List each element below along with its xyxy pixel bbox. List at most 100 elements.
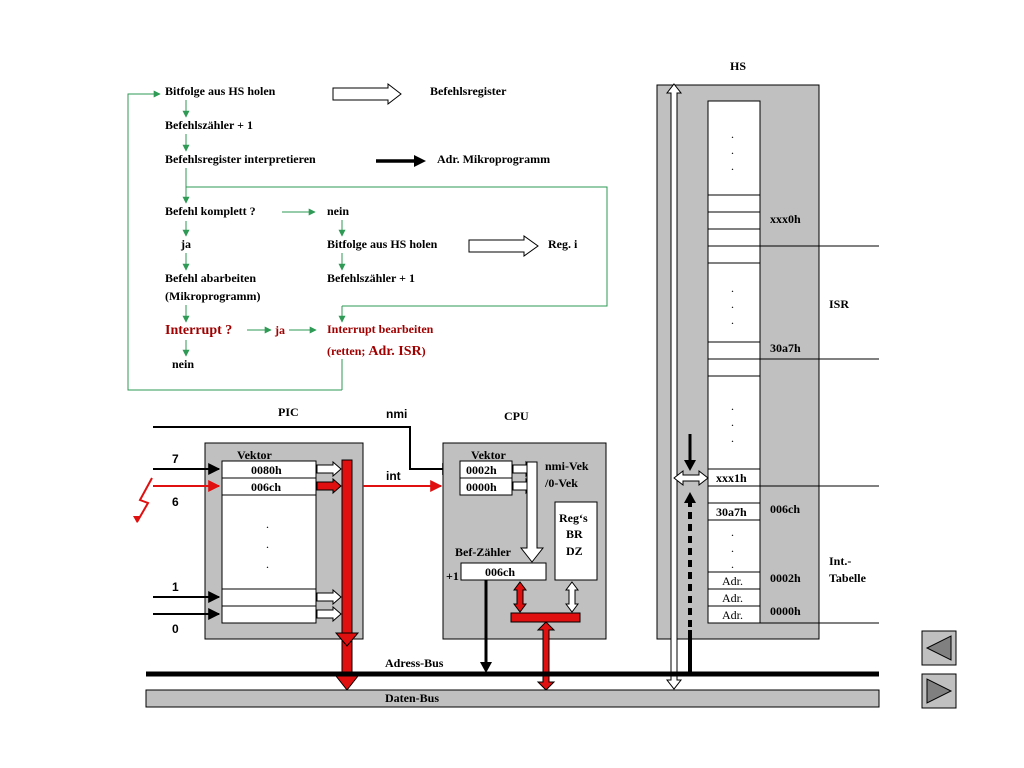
- flow-step-increment-right: Befehlszähler + 1: [327, 271, 415, 285]
- cpu-br-label: BR: [566, 527, 583, 541]
- flow-interrupt-handle-sub: (retten; Adr. ISR): [327, 344, 426, 359]
- svg-text:.: .: [731, 415, 734, 429]
- previous-slide-button[interactable]: [921, 630, 957, 666]
- hs-cell-30a7h: 30a7h: [716, 505, 747, 519]
- pic-input-7: 7: [172, 452, 179, 466]
- cpu-internal-bus: [510, 612, 581, 623]
- svg-text:.: .: [731, 557, 734, 571]
- signal-lines: nmi int: [153, 407, 455, 492]
- double-arrow-icon: [565, 581, 579, 613]
- hs-addr-006ch: 006ch: [770, 502, 800, 516]
- pic-vector-006ch: 006ch: [251, 480, 281, 494]
- hs-addr-xxx0h: xxx0h: [770, 212, 801, 226]
- svg-text:.: .: [266, 517, 269, 531]
- svg-text:.: .: [731, 431, 734, 445]
- hs-isr-label: ISR: [829, 297, 849, 311]
- red-arrow-icon: [316, 477, 342, 495]
- flow-interrupt-check: Interrupt ?: [165, 323, 232, 338]
- pic-vector-table: [221, 460, 317, 624]
- arrow-up-icon: [684, 492, 696, 503]
- double-arrow-icon: [673, 469, 709, 487]
- svg-text:.: .: [731, 525, 734, 539]
- svg-text:.: .: [266, 557, 269, 571]
- cpu-befehlszaehler-label: Bef-Zähler: [455, 545, 512, 559]
- hollow-arrow-icon: [332, 82, 402, 106]
- next-slide-button[interactable]: [921, 673, 957, 709]
- flow-step-fetch: Bitfolge aus HS holen: [165, 84, 276, 98]
- cpu-befehlszaehler: [460, 562, 547, 581]
- pic-vector-0080h: 0080h: [251, 463, 282, 477]
- hollow-arrow-icon: [316, 605, 342, 623]
- pic-vektor-label: Vektor: [237, 448, 273, 462]
- svg-text:.: .: [731, 281, 734, 295]
- flow-befehlsregister: Befehlsregister: [430, 84, 507, 98]
- triangle-right-icon: [926, 678, 953, 704]
- hs-cell-adr: Adr.: [722, 574, 743, 588]
- svg-text:.: .: [731, 127, 734, 141]
- hs-cell-adr: Adr.: [722, 591, 743, 605]
- system-buses: Adress-Bus Daten-Bus: [145, 656, 880, 708]
- svg-text:.: .: [266, 537, 269, 551]
- hs-int-tabelle-1: Int.-: [829, 554, 851, 568]
- flow-step-execute: Befehl abarbeiten: [165, 271, 256, 285]
- pic-input-6: 6: [172, 495, 179, 509]
- cpu-block: CPU Vektor 0002h 0000h nmi-Vek /0-Vek Re…: [442, 409, 607, 691]
- hs-cell-xxx1h: xxx1h: [716, 471, 747, 485]
- cpu-plus-one: +1: [446, 569, 459, 583]
- cpu-0-vek: /0-Vek: [544, 476, 578, 490]
- data-bus-label: Daten-Bus: [385, 691, 439, 705]
- flowchart: Bitfolge aus HS holen Befehlsregister Be…: [127, 82, 608, 391]
- flow-step-increment: Befehlszähler + 1: [165, 118, 253, 132]
- svg-text:.: .: [731, 313, 734, 327]
- flow-interrupt-handle: Interrupt bearbeiten: [327, 322, 434, 336]
- cpu-vector-0002h: 0002h: [466, 463, 497, 477]
- flow-step-execute-sub: (Mikroprogramm): [165, 289, 261, 303]
- cpu-vektor-label: Vektor: [471, 448, 507, 462]
- pic-input-0: 0: [172, 622, 179, 636]
- arrow-down-icon: [684, 460, 696, 471]
- flow-connectors: [127, 90, 608, 391]
- flow-reg-i: Reg. i: [548, 237, 578, 251]
- address-bus-label: Adress-Bus: [385, 656, 444, 670]
- hollow-arrow-icon: [316, 460, 342, 478]
- triangle-left-icon: [925, 635, 952, 661]
- flow-adr-mikroprogramm: Adr. Mikroprogramm: [437, 152, 550, 166]
- red-double-arrow-icon: [513, 581, 527, 613]
- svg-text:.: .: [731, 143, 734, 157]
- flow-ja-interrupt: ja: [274, 323, 285, 337]
- cpu-dz-label: DZ: [566, 544, 583, 558]
- hs-memory: HS . . . .: [656, 59, 879, 690]
- flow-step-fetch-right: Bitfolge aus HS holen: [327, 237, 438, 251]
- pic-input-1: 1: [172, 580, 179, 594]
- signal-int: int: [386, 469, 401, 483]
- pic-title: PIC: [278, 405, 299, 419]
- double-arrow-icon: [665, 83, 683, 690]
- hs-memory-column: [707, 100, 761, 624]
- svg-text:.: .: [731, 541, 734, 555]
- flow-step-complete-check: Befehl komplett ?: [165, 204, 256, 218]
- svg-text:.: .: [731, 297, 734, 311]
- hs-int-tabelle-2: Tabelle: [829, 571, 867, 585]
- flow-ja-label: ja: [180, 237, 191, 251]
- cpu-title: CPU: [504, 409, 529, 423]
- arrow-down-icon: [480, 662, 492, 673]
- cpu-regs-label: Reg‘s: [559, 511, 588, 525]
- data-bus: [145, 689, 880, 708]
- pic-block: PIC Vektor 0080h 006ch . . . 7 6 1 0: [133, 405, 364, 691]
- signal-nmi: nmi: [386, 407, 407, 421]
- hs-addr-0000h: 0000h: [770, 604, 801, 618]
- svg-text:.: .: [731, 159, 734, 173]
- cpu-registers: [554, 501, 598, 581]
- flow-nein-label: nein: [327, 204, 349, 218]
- cpu-befehlszaehler-value: 006ch: [485, 565, 515, 579]
- hollow-down-arrow-icon: [519, 461, 545, 563]
- hs-cell-adr: Adr.: [722, 608, 743, 622]
- cpu-vector-0000h: 0000h: [466, 480, 497, 494]
- flow-nein-interrupt: nein: [172, 357, 194, 371]
- hs-addr-0002h: 0002h: [770, 571, 801, 585]
- hs-title: HS: [730, 59, 746, 73]
- hollow-arrow-icon: [316, 588, 342, 606]
- hs-addr-30a7h: 30a7h: [770, 341, 801, 355]
